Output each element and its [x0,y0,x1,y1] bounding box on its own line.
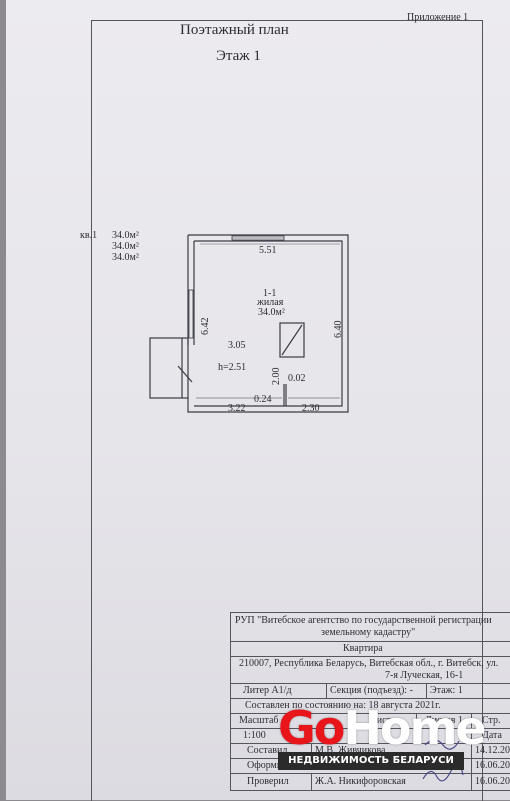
object-type: Квартира [343,643,383,654]
logo-go: Go [278,701,345,755]
room-number: 1-1 [263,288,276,299]
col-sheets: Листов 1 [416,714,485,728]
living-area: 34.0м² [112,241,139,252]
address-line1: 210007, Республика Беларусь, Витебская о… [239,658,499,669]
dim-stove-gap: 0.02 [288,373,306,384]
address-line2: 7-я Луческая, 16-1 [385,670,464,681]
date-compiled: 14.12.20 [471,744,510,758]
name-checked: Ж.А. Никифоровская [311,774,435,790]
col-scale: Масштаб [239,715,279,726]
state-date: Составлен по состоянию на: 18 августа 20… [245,700,441,711]
watermark-logo: GoHome [278,705,487,751]
dim-right-wall: 6.40 [333,321,344,339]
col-page: Стр. [471,714,510,728]
room-type: жилая [256,297,284,308]
floor-title: Этаж 1 [216,48,261,64]
org-line2: земельному кадастру" [321,627,416,638]
section: Секция (подъезд): - [326,684,430,698]
floor-cell: Этаж: 1 [426,684,510,698]
name-compiled: М.В. Живчикова [311,744,425,758]
role-checked: Проверил [247,776,289,787]
litera: Литер А1/д [243,685,292,696]
role-drawn: Оформил [247,760,288,771]
watermark-tagline: НЕДВИЖИМОСТЬ БЕЛАРУСИ [278,752,464,770]
dim-left-wall: 6.42 [200,318,211,336]
org-line1: РУП "Витебское агентство по государствен… [235,615,492,626]
document-sheet [6,0,510,800]
page-title: Поэтажный план [180,22,289,38]
stove [279,322,305,358]
dim-bottom-left: 3.22 [228,403,246,414]
appendix-label: Приложение 1 [407,12,469,23]
col-date: Дата [471,729,510,743]
date-drawn: 16.06.20 [471,759,510,773]
dim-stove-height: 2.00 [271,368,282,386]
window-left [188,289,194,339]
sheet-value: 1 [351,729,430,743]
room-area: 34.0м² [258,307,285,318]
title-block: РУП "Витебское агентство по государствен… [230,612,510,791]
dim-bottom-right: 2.30 [302,403,320,414]
date-checked: 16.06.20 [471,774,510,790]
col-sheet: Лист [351,714,430,728]
porch [149,337,189,399]
flat-label: кв.1 [80,230,98,241]
useful-area: 34.0м² [112,252,139,263]
dim-inner: 3.05 [228,340,246,351]
dim-width-top: 5.51 [259,245,277,256]
role-compiled: Составил [247,745,288,756]
ceiling-height: h=2.51 [218,362,246,373]
gohome-watermark: GoHome НЕДВИЖИМОСТЬ БЕЛАРУСИ [278,705,487,773]
scale-value: 1:100 [243,730,266,741]
drawing-frame [91,20,483,801]
logo-home: Home [343,701,486,755]
total-area: 34.0м² [112,230,139,241]
outer-wall [187,234,349,413]
door-swing [177,365,193,383]
dim-bottom-gap: 0.24 [254,394,272,405]
